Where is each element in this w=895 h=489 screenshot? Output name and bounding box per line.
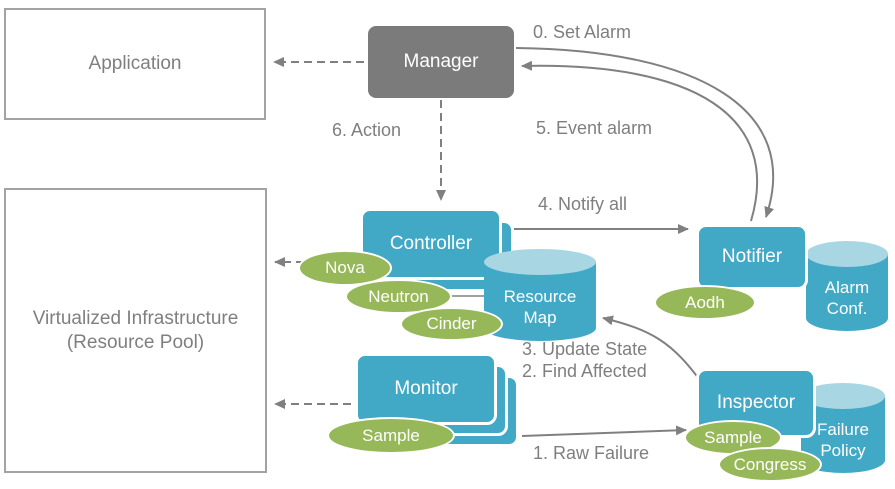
congress-label: Congress xyxy=(733,454,807,474)
resource-map-label-line2: Map xyxy=(523,307,557,327)
virtualized-infrastructure-label-line2: (Resource Pool) xyxy=(66,331,205,353)
application-label: Application xyxy=(88,53,182,75)
monitor-sample-ellipse: Sample xyxy=(327,417,455,454)
step-label-notify-all: 4. Notify all xyxy=(538,194,628,214)
step-label-event-alarm: 5. Event alarm xyxy=(536,118,653,138)
failure-policy-label-line2: Policy xyxy=(820,440,866,460)
controller-label: Controller xyxy=(389,233,473,254)
aodh-ellipse: Aodh xyxy=(654,285,756,320)
neutron-label: Neutron xyxy=(368,286,429,306)
step-label-update-state: 3. Update State xyxy=(522,339,648,359)
inspector-sample-label: Sample xyxy=(704,427,762,447)
arrow-raw-failure xyxy=(521,425,687,437)
manager-box: Manager xyxy=(368,26,514,98)
notifier-box: Notifier xyxy=(696,224,808,290)
inspector-sample-ellipse: Sample xyxy=(684,420,782,455)
virtualized-infrastructure-box: Virtualized Infrastructure (Resource Poo… xyxy=(4,188,267,473)
nova-label: Nova xyxy=(325,258,365,277)
step-label-raw-failure: 1. Raw Failure xyxy=(533,443,650,463)
alarm-conf-cylinder-top xyxy=(806,241,888,267)
cinder-ellipse: Cinder xyxy=(400,307,503,341)
monitor-box: Monitor xyxy=(355,353,497,425)
resource-map-cylinder-top xyxy=(484,249,596,275)
aodh-label: Aodh xyxy=(685,292,725,312)
congress-ellipse: Congress xyxy=(718,447,822,482)
monitor-sample-label: Sample xyxy=(362,425,420,445)
failure-policy-label-line1: Failure xyxy=(817,420,869,440)
application-box: Application xyxy=(4,8,266,120)
step-label-find-affected: 2. Find Affected xyxy=(522,361,647,381)
alarm-conf-label-line2: Conf. xyxy=(826,298,868,318)
alarm-conf-cylinder: Alarm Conf. xyxy=(806,241,888,331)
monitor-label: Monitor xyxy=(394,378,458,399)
step-label-set-alarm: 0. Set Alarm xyxy=(533,22,632,42)
resource-map-label-line1: Resource xyxy=(503,287,577,307)
notifier-label: Notifier xyxy=(721,246,783,267)
cinder-label: Cinder xyxy=(426,314,477,333)
manager-label: Manager xyxy=(403,51,479,72)
virtualized-infrastructure-label-line1: Virtualized Infrastructure xyxy=(32,307,239,329)
inspector-label: Inspector xyxy=(716,392,796,413)
alarm-conf-label-line1: Alarm xyxy=(824,278,870,298)
step-label-action: 6. Action xyxy=(332,120,402,140)
